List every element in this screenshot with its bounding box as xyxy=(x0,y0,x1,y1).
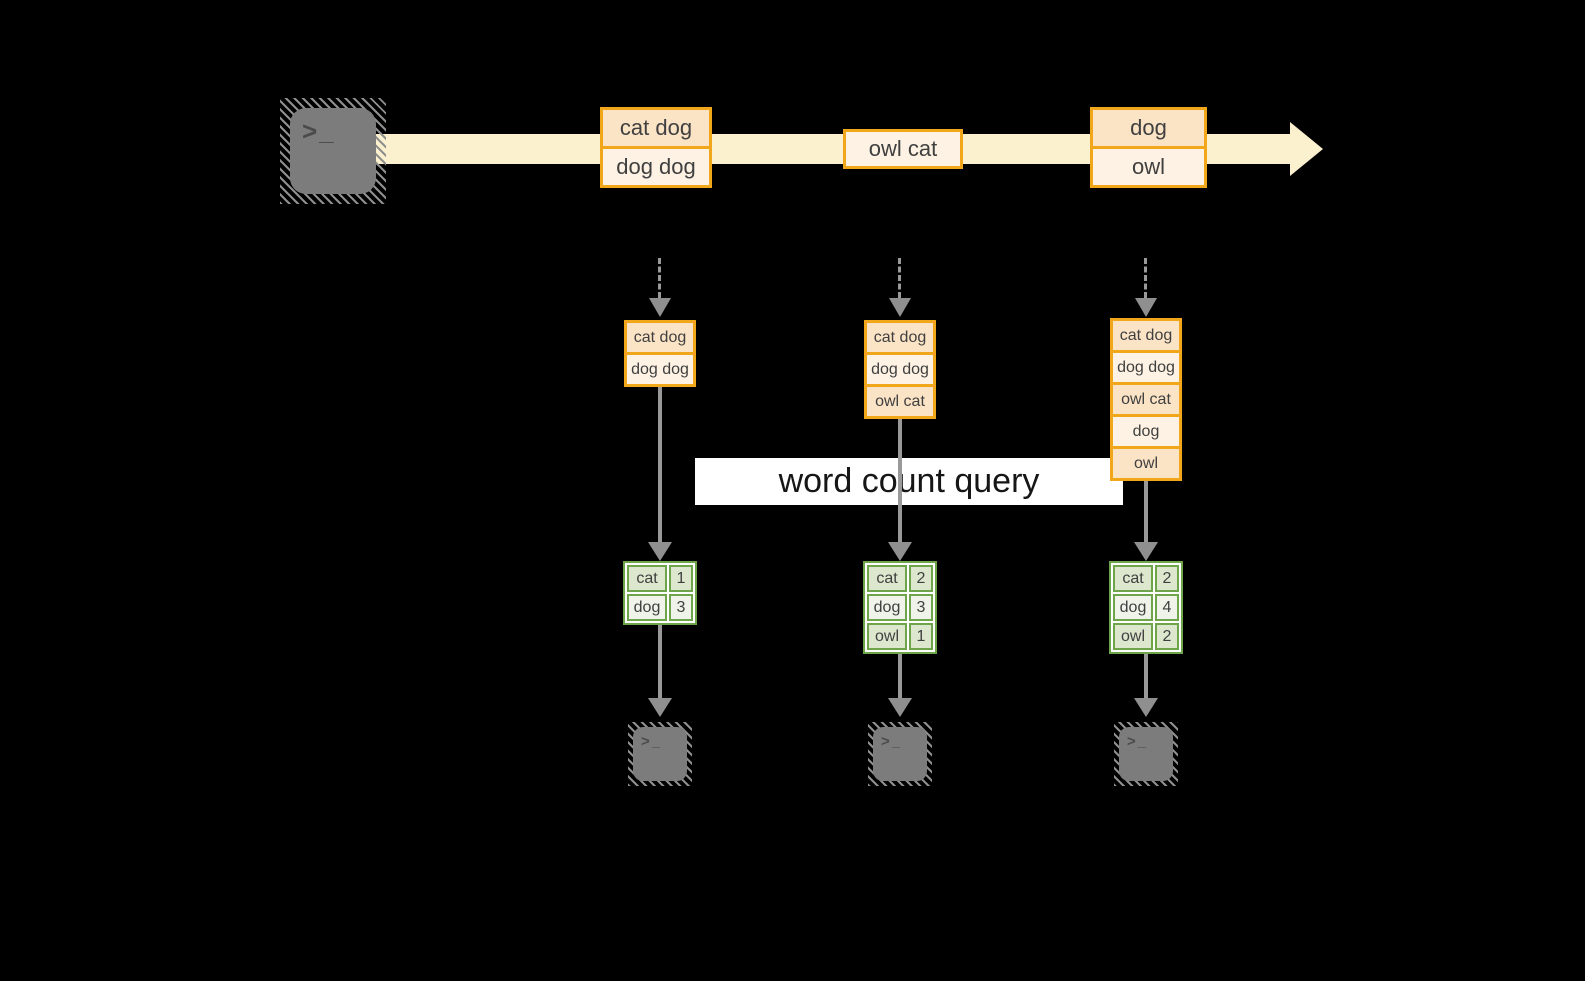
result-word: owl xyxy=(867,623,907,650)
result-count: 1 xyxy=(669,565,693,592)
result-count: 3 xyxy=(669,594,693,621)
result-word: cat xyxy=(867,565,907,592)
query-arrow-line xyxy=(1144,481,1148,542)
input-row: cat dog xyxy=(867,323,933,352)
input-row: dog xyxy=(1113,414,1179,446)
result-count: 4 xyxy=(1155,594,1179,621)
query-label: word count query xyxy=(778,462,1040,500)
result-table-1: cat 1 dog 3 xyxy=(623,561,697,625)
input-row: dog dog xyxy=(1113,350,1179,382)
result-count: 2 xyxy=(1155,565,1179,592)
result-table-3: cat 2 dog 4 owl 2 xyxy=(1109,561,1183,654)
input-row: dog dog xyxy=(867,352,933,384)
dashed-arrowhead-icon xyxy=(889,298,911,317)
result-count: 2 xyxy=(909,565,933,592)
output-arrow-line xyxy=(1144,654,1148,698)
input-row: cat dog xyxy=(627,323,693,352)
result-table-2: cat 2 dog 3 owl 1 xyxy=(863,561,937,654)
batch-line: owl xyxy=(1093,146,1204,185)
result-count: 3 xyxy=(909,594,933,621)
result-word: cat xyxy=(1113,565,1153,592)
input-table-3: cat dog dog dog owl cat dog owl xyxy=(1110,318,1182,481)
terminal-window-icon: >_ xyxy=(1119,727,1173,781)
terminal-window-icon: >_ xyxy=(873,727,927,781)
result-word: dog xyxy=(867,594,907,621)
dashed-arrowhead-icon xyxy=(649,298,671,317)
result-count: 2 xyxy=(1155,623,1179,650)
result-count: 1 xyxy=(909,623,933,650)
result-word: cat xyxy=(627,565,667,592)
output-arrowhead-icon xyxy=(648,698,672,717)
dashed-arrow-line xyxy=(658,258,661,298)
batch-line: dog dog xyxy=(603,146,709,185)
dashed-arrow-line xyxy=(1144,258,1147,298)
terminal-prompt-icon: >_ xyxy=(302,116,336,146)
batch-line: dog xyxy=(1093,110,1204,146)
sink-terminal-icon: >_ xyxy=(1114,722,1178,786)
output-arrow-line xyxy=(898,654,902,698)
input-row: cat dog xyxy=(1113,321,1179,350)
terminal-prompt-icon: >_ xyxy=(881,733,903,750)
source-terminal-icon: >_ xyxy=(280,98,386,204)
input-table-2: cat dog dog dog owl cat xyxy=(864,320,936,419)
sink-terminal-icon: >_ xyxy=(868,722,932,786)
input-row: owl xyxy=(1113,446,1179,478)
terminal-prompt-icon: >_ xyxy=(1127,733,1149,750)
sink-terminal-icon: >_ xyxy=(628,722,692,786)
result-word: dog xyxy=(1113,594,1153,621)
query-arrow-line xyxy=(658,387,662,542)
output-arrowhead-icon xyxy=(888,698,912,717)
input-row: dog dog xyxy=(627,352,693,384)
output-arrow-line xyxy=(658,625,662,698)
query-band: word count query xyxy=(695,458,1123,505)
timeline-batch-3: dog owl xyxy=(1090,107,1207,188)
query-arrowhead-icon xyxy=(648,542,672,561)
output-arrowhead-icon xyxy=(1134,698,1158,717)
result-word: dog xyxy=(627,594,667,621)
timeline-batch-1: cat dog dog dog xyxy=(600,107,712,188)
dashed-arrowhead-icon xyxy=(1135,298,1157,317)
terminal-window-icon: >_ xyxy=(290,108,376,194)
timeline-batch-2: owl cat xyxy=(843,129,963,169)
query-arrow-line xyxy=(898,419,902,542)
query-arrowhead-icon xyxy=(888,542,912,561)
dashed-arrow-line xyxy=(898,258,901,298)
input-table-1: cat dog dog dog xyxy=(624,320,696,387)
batch-line: cat dog xyxy=(603,110,709,146)
terminal-prompt-icon: >_ xyxy=(641,733,663,750)
terminal-window-icon: >_ xyxy=(633,727,687,781)
result-word: owl xyxy=(1113,623,1153,650)
input-row: owl cat xyxy=(867,384,933,416)
query-arrowhead-icon xyxy=(1134,542,1158,561)
input-row: owl cat xyxy=(1113,382,1179,414)
batch-line: owl cat xyxy=(846,132,960,166)
input-stream-arrowhead-icon xyxy=(1290,122,1323,176)
